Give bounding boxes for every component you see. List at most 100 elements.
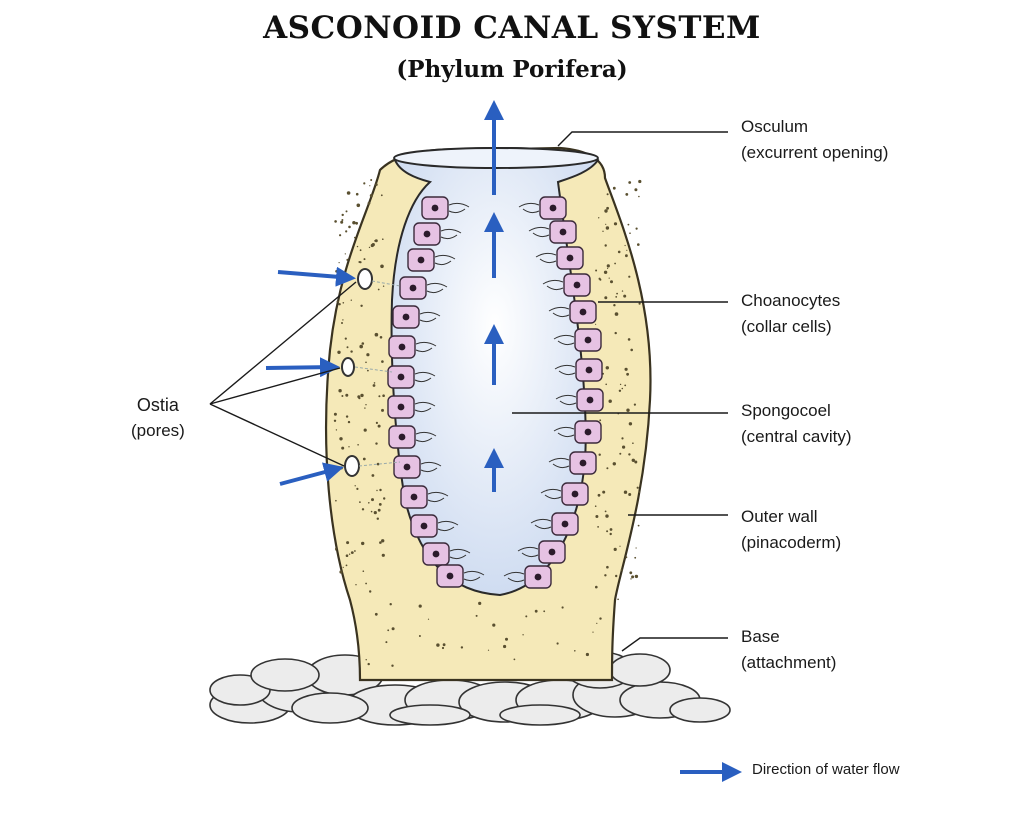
rock-13 [609, 653, 671, 687]
speckle [357, 395, 361, 399]
speckle [357, 444, 359, 446]
speckle [634, 460, 638, 464]
speckle [350, 350, 353, 353]
ostium-2 [341, 357, 355, 377]
speckle [368, 502, 370, 504]
speckle [356, 203, 361, 208]
speckle [638, 195, 640, 198]
speckle [634, 188, 638, 192]
speckle [346, 541, 350, 545]
speckle [492, 623, 496, 627]
speckle [380, 264, 384, 269]
choanocyte-right-11 [530, 512, 579, 536]
choanocyte-left-8 [388, 425, 437, 449]
speckle [335, 499, 337, 502]
flow-arrow-in-3 [279, 462, 344, 486]
leader-base [621, 637, 728, 652]
speckle [356, 245, 359, 248]
speckle [418, 635, 421, 637]
speckle [619, 545, 621, 547]
speckle [605, 383, 607, 386]
choanocyte-right-13 [503, 565, 552, 589]
choanocyte-right-9 [548, 451, 597, 475]
speckle [606, 565, 609, 569]
speckle [442, 643, 446, 647]
speckle [622, 445, 626, 449]
speckle [337, 300, 339, 303]
speckle [595, 269, 598, 272]
speckle [337, 350, 341, 354]
speckle [630, 578, 632, 580]
speckle [376, 462, 380, 466]
speckle [341, 446, 345, 450]
speckle [606, 193, 609, 196]
speckle [359, 501, 361, 503]
speckle [339, 570, 343, 574]
speckle [595, 515, 599, 518]
speckle [626, 372, 629, 376]
speckle [367, 201, 371, 205]
speckle [375, 442, 378, 445]
choanocyte-right-4 [548, 300, 597, 324]
speckle [621, 437, 624, 440]
speckle [634, 574, 639, 579]
label-ostia-desc: (pores) [131, 421, 185, 440]
leader-osculum [557, 131, 728, 147]
speckle [605, 366, 609, 370]
speckle [475, 614, 478, 617]
choanocyte-right-2 [535, 246, 584, 270]
choanocyte-right-12 [517, 540, 566, 564]
speckle [606, 530, 609, 533]
choanocyte-right-5 [553, 328, 602, 352]
speckle [385, 641, 388, 644]
speckle [365, 582, 367, 585]
label-outer-wall-name: Outer wall [741, 507, 818, 526]
choanocyte-right-10 [540, 482, 589, 506]
label-outer-wall-desc: (pinacoderm) [741, 533, 842, 552]
choanocyte-left-1 [413, 222, 462, 246]
choanocyte-right-1 [528, 220, 577, 244]
speckle [599, 419, 602, 422]
choanocyte-left-10 [400, 485, 449, 509]
speckle [585, 652, 590, 657]
rock-16 [499, 704, 581, 726]
speckle [369, 590, 372, 593]
speckle [340, 220, 344, 224]
speckle [363, 182, 366, 185]
speckle [354, 236, 356, 239]
speckle [365, 659, 367, 661]
speckle [334, 220, 337, 223]
speckle [556, 642, 559, 645]
speckle [595, 585, 598, 589]
speckle [613, 547, 617, 552]
rock-10 [669, 697, 731, 723]
speckle [604, 244, 607, 247]
speckle [596, 622, 598, 625]
speckle [623, 294, 627, 298]
speckle [376, 517, 379, 520]
speckle [616, 292, 618, 295]
speckle [361, 342, 365, 345]
speckle [348, 446, 350, 448]
choanocyte-right-6 [554, 358, 603, 382]
speckle [630, 348, 633, 352]
speckle [625, 556, 628, 559]
speckle [598, 453, 601, 456]
label-osculum-desc: (excurrent opening) [741, 143, 889, 162]
speckle [615, 296, 618, 298]
speckle [374, 332, 379, 337]
ostia-pores [341, 268, 401, 477]
speckle [525, 615, 528, 618]
speckle [599, 278, 602, 281]
speckle [602, 490, 606, 494]
speckle [627, 223, 630, 226]
speckle [628, 275, 631, 278]
speckle [345, 415, 349, 418]
speckle [606, 467, 609, 470]
speckle [381, 553, 385, 557]
speckle [341, 395, 344, 397]
choanocyte-left-9 [393, 455, 442, 479]
speckle [534, 609, 538, 613]
speckle [365, 404, 367, 406]
